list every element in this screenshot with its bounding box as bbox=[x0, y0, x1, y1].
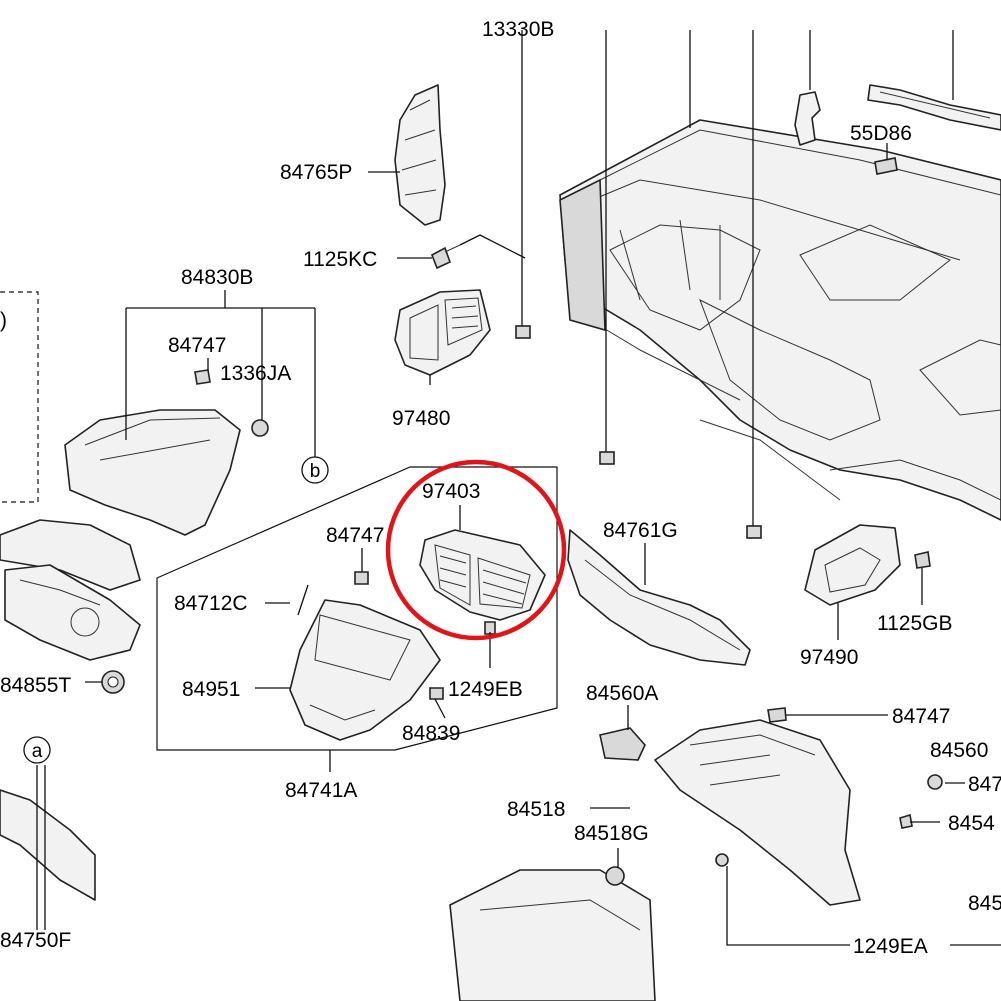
label-847-cut: 847 bbox=[968, 773, 1001, 796]
label-1125GB: 1125GB bbox=[877, 612, 953, 635]
label-8454-cut: 8454 bbox=[948, 812, 995, 835]
fascia-assembly-frame bbox=[156, 466, 558, 751]
crash-pad-main bbox=[559, 119, 1001, 521]
part-84761G-lower-support bbox=[567, 529, 751, 666]
label-84518: 84518 bbox=[507, 798, 565, 821]
label-84747-fascia: 84747 bbox=[326, 524, 384, 547]
label-97403: 97403 bbox=[422, 480, 480, 503]
label-84839: 84839 bbox=[402, 722, 460, 745]
part-97403-center-vent bbox=[419, 529, 546, 621]
part-84560A-glove-box bbox=[599, 707, 861, 906]
label-84761G: 84761G bbox=[603, 519, 678, 542]
highlight-circle-97403 bbox=[385, 459, 567, 641]
callout-b: b bbox=[301, 456, 329, 484]
steering-column-shroud bbox=[0, 519, 141, 661]
part-labels: 13330B 84765P 55D86 1125KC 84830B 84747 … bbox=[0, 18, 1001, 958]
label-84741A: 84741A bbox=[285, 779, 357, 802]
leader-lines bbox=[36, 143, 1001, 946]
part-97490-right-vent bbox=[804, 524, 931, 606]
defroster-trim bbox=[867, 84, 1001, 131]
callout-b-letter: b bbox=[310, 461, 321, 482]
bracket-55d86 bbox=[794, 91, 898, 175]
label-84712C: 84712C bbox=[174, 592, 248, 615]
part-84765P-side-cover bbox=[394, 84, 446, 226]
glove-box-lid bbox=[449, 866, 656, 1001]
label-top-cut: 13330B bbox=[482, 18, 554, 41]
part-84855T-ring bbox=[101, 670, 125, 694]
bolt-1249EA bbox=[715, 774, 943, 867]
part-97480-side-vent bbox=[394, 289, 491, 376]
label-1336JA: 1336JA bbox=[220, 362, 291, 385]
label-97480: 97480 bbox=[392, 407, 450, 430]
callout-a: a bbox=[23, 736, 51, 764]
label-84518G: 84518G bbox=[574, 822, 649, 845]
left-dashed-frame bbox=[0, 291, 39, 503]
label-55D86: 55D86 bbox=[850, 122, 912, 145]
label-84765P: 84765P bbox=[280, 161, 352, 184]
label-left-cut: ) bbox=[0, 309, 7, 332]
label-1249EA: 1249EA bbox=[853, 935, 928, 958]
bolt-1125KC bbox=[431, 244, 461, 270]
part-84750F-lower-panel bbox=[0, 789, 96, 901]
label-84560-cut: 84560 bbox=[930, 739, 988, 762]
callout-a-letter: a bbox=[32, 741, 43, 762]
label-84560A: 84560A bbox=[586, 682, 658, 705]
part-84830B-cluster-housing bbox=[64, 369, 269, 536]
label-84830B: 84830B bbox=[181, 266, 253, 289]
part-84741A-fascia bbox=[289, 571, 496, 741]
top-rods bbox=[515, 30, 954, 539]
label-84747-cluster: 84747 bbox=[168, 334, 226, 357]
label-84951: 84951 bbox=[182, 678, 240, 701]
label-1249EB: 1249EB bbox=[448, 678, 523, 701]
label-1125KC: 1125KC bbox=[303, 248, 377, 271]
label-84747-glovebox: 84747 bbox=[892, 705, 950, 728]
label-84750F: 84750F bbox=[0, 929, 71, 952]
label-97490: 97490 bbox=[800, 646, 858, 669]
label-845-cut: 845 bbox=[968, 892, 1001, 915]
label-84855T: 84855T bbox=[0, 674, 71, 697]
